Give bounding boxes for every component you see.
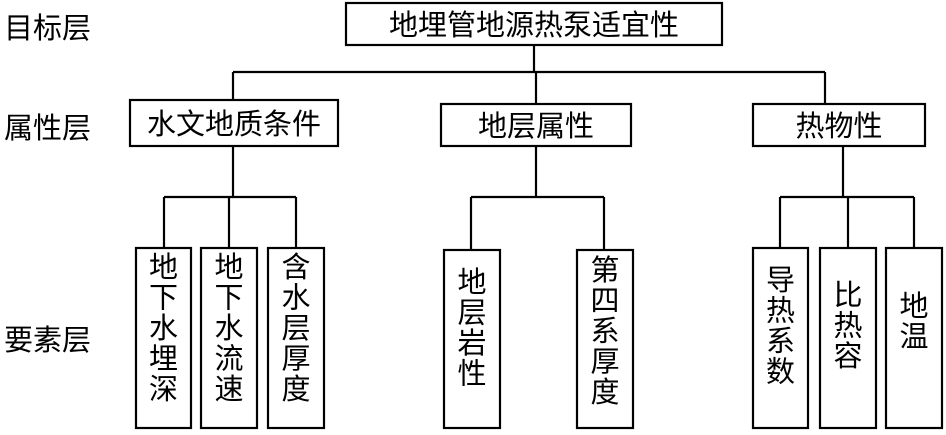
element-node: 地层岩性 <box>442 248 502 430</box>
level-label-element: 要素层 <box>4 323 91 357</box>
element-node: 地下水埋深 <box>134 246 193 430</box>
element-node: 比热容 <box>818 246 878 430</box>
element-label: 第四系厚度 <box>590 253 619 409</box>
element-label: 含水层厚度 <box>281 250 310 406</box>
element-label: 地下水埋深 <box>149 250 178 406</box>
element-node: 地温 <box>884 246 944 430</box>
goal-node: 地埋管地源热泵适宜性 <box>344 1 724 47</box>
attribute-label: 地层属性 <box>478 109 594 143</box>
attribute-label: 水文地质条件 <box>147 107 321 141</box>
element-label: 地层岩性 <box>457 265 486 391</box>
element-label: 地温 <box>899 289 928 354</box>
level-label-attribute: 属性层 <box>4 111 91 145</box>
element-node: 含水层厚度 <box>266 246 326 430</box>
element-label: 地下水流速 <box>214 250 243 406</box>
element-node: 导热系数 <box>751 246 810 430</box>
element-node: 地下水流速 <box>199 246 259 430</box>
attribute-node-hydrogeology: 水文地质条件 <box>128 98 340 148</box>
element-label: 导热系数 <box>766 263 795 389</box>
goal-label: 地埋管地源热泵适宜性 <box>389 8 679 42</box>
attribute-node-stratum: 地层属性 <box>439 102 633 148</box>
goal-connectors <box>231 45 827 104</box>
element-label: 比热容 <box>833 278 862 373</box>
attribute-node-thermal: 热物性 <box>751 102 927 148</box>
level-label-goal: 目标层 <box>4 11 91 45</box>
attribute-connectors <box>162 146 916 250</box>
element-node: 第四系厚度 <box>575 248 635 430</box>
attribute-label: 热物性 <box>795 109 882 143</box>
